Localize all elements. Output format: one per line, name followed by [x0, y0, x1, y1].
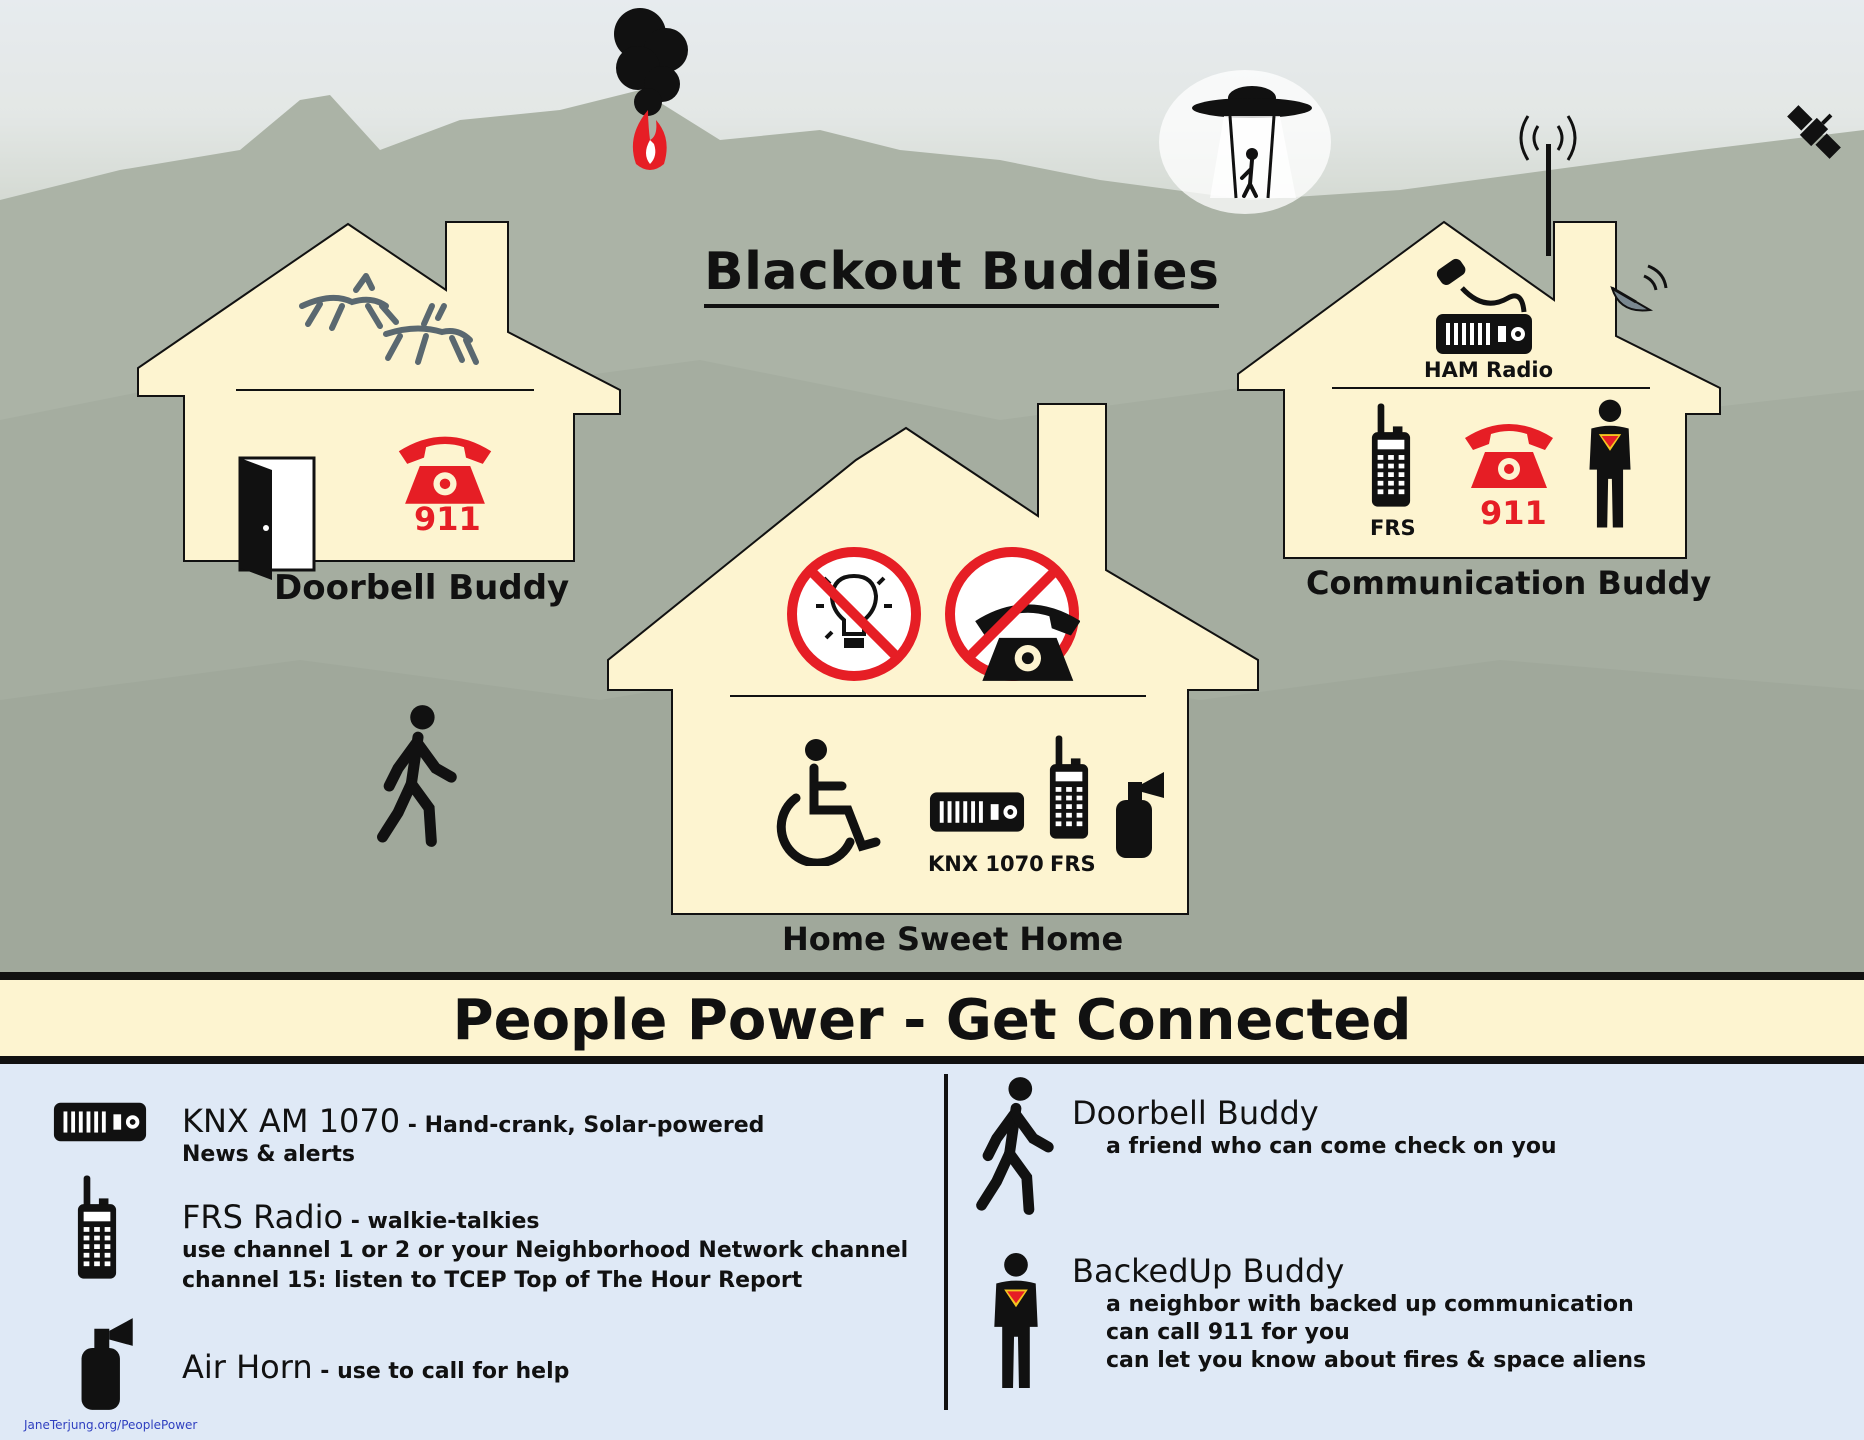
ham-radio-icon	[1436, 258, 1532, 354]
walking-person-icon	[370, 704, 466, 848]
cat-icon	[299, 273, 479, 365]
legend-air-horn-icon	[72, 1316, 138, 1412]
satellite-dish-icon	[1610, 264, 1668, 312]
legend-knx-line-1: News & alerts	[182, 1142, 356, 1167]
home-sweet-home-house	[607, 403, 1259, 915]
doorbell-buddy-label: Doorbell Buddy	[274, 568, 570, 608]
legend-frs-line-1: use channel 1 or 2 or your Neighborhood …	[182, 1238, 909, 1263]
antenna-icon	[1519, 115, 1577, 256]
legend-doorbell-line-1: a friend who can come check on you	[1106, 1134, 1557, 1159]
fire-smoke-icon	[614, 8, 688, 170]
legend-frs-line-2: channel 15: listen to TCEP Top of The Ho…	[182, 1268, 803, 1293]
no-telephone-icon	[945, 547, 1080, 681]
legend-doorbell-title: Doorbell Buddy	[1072, 1094, 1319, 1132]
am-radio-icon	[928, 790, 1026, 834]
no-power-lightbulb-icon	[787, 547, 921, 681]
ham-radio-label: HAM Radio	[1424, 358, 1554, 382]
legend-backedup-line-3: can let you know about fires & space ali…	[1106, 1348, 1647, 1373]
legend-frs-subtitle: - walkie-talkies	[343, 1209, 540, 1234]
page-title: Blackout Buddies	[704, 242, 1220, 308]
doorbell-911-label: 911	[414, 500, 481, 538]
comm-911-label: 911	[1480, 494, 1547, 532]
legend-knx-title: KNX AM 1070 - Hand-crank, Solar-powered	[182, 1102, 764, 1140]
legend-walking-person-icon	[970, 1076, 1062, 1216]
knx-1070-label: KNX 1070	[928, 852, 1044, 876]
satellite-icon	[1787, 105, 1841, 159]
comm-frs-label: FRS	[1370, 516, 1416, 540]
comm-frs-radio-icon	[1370, 400, 1412, 512]
ufo-icon	[1159, 70, 1331, 214]
legend-knx-heading: KNX AM 1070	[182, 1102, 401, 1140]
wheelchair-icon	[776, 739, 881, 866]
legend-knx-subtitle: - Hand-crank, Solar-powered	[400, 1113, 765, 1138]
legend-backedup-line-2: can call 911 for you	[1106, 1320, 1350, 1345]
legend-panel	[0, 1064, 1864, 1440]
communication-buddy-label: Communication Buddy	[1306, 564, 1712, 602]
red-telephone-icon	[392, 424, 498, 508]
people-power-banner: People Power - Get Connected	[0, 972, 1864, 1064]
legend-divider	[944, 1074, 948, 1410]
legend-air-horn-subtitle: - use to call for help	[312, 1359, 570, 1384]
legend-air-horn-title: Air Horn - use to call for help	[182, 1348, 569, 1386]
legend-backedup-title: BackedUp Buddy	[1072, 1252, 1345, 1290]
open-door-icon	[238, 456, 316, 580]
legend-backedup-line-1: a neighbor with backed up communication	[1106, 1292, 1634, 1317]
air-horn-icon	[1108, 770, 1168, 860]
legend-frs-title: FRS Radio - walkie-talkies	[182, 1198, 540, 1236]
legend-frs-heading: FRS Radio	[182, 1198, 344, 1236]
banner-title: People Power - Get Connected	[452, 988, 1412, 1053]
comm-red-telephone-icon	[1458, 412, 1560, 492]
legend-walkie-talkie-icon	[76, 1172, 118, 1284]
superhero-icon	[1582, 398, 1638, 530]
home-sweet-home-label: Home Sweet Home	[782, 920, 1124, 958]
legend-radio-icon	[52, 1100, 148, 1144]
footer-link[interactable]: JaneTerjung.org/PeoplePower	[24, 1418, 198, 1432]
frs-radio-icon	[1048, 732, 1090, 844]
legend-superhero-icon	[986, 1252, 1046, 1390]
background-scene: 911 Doorbell Buddy Blackout Buddies KNX …	[0, 0, 1864, 972]
home-frs-label: FRS	[1050, 852, 1096, 876]
legend-air-horn-heading: Air Horn	[182, 1348, 313, 1386]
